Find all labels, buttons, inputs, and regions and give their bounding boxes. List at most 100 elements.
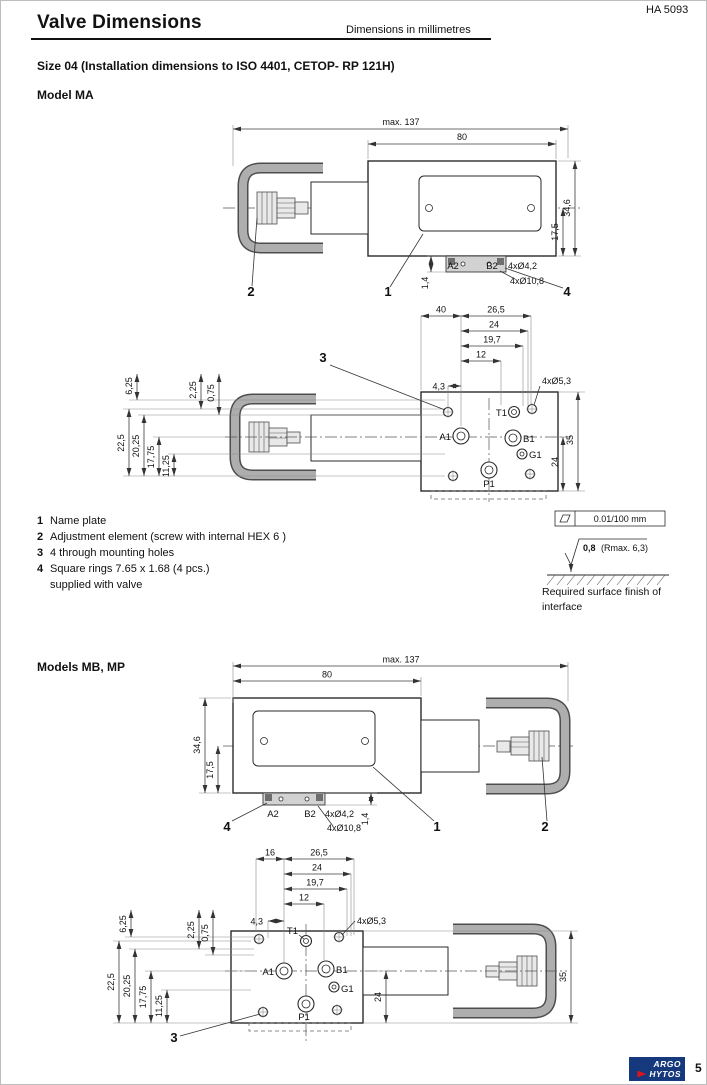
port-block <box>445 255 507 273</box>
dim-80: 80 <box>457 132 467 142</box>
name-plate <box>252 710 376 767</box>
callout-3: 3 <box>319 350 326 365</box>
dim-12: 12 <box>476 350 486 360</box>
page-title: Valve Dimensions <box>37 12 202 33</box>
dim-16: 16 <box>265 848 275 858</box>
dim-11-25: 11,25 <box>154 995 164 1017</box>
dim-right-24: 24 <box>373 992 383 1002</box>
dimensions: 40 26,5 24 19,7 12 4,3 6,25 2,25 0,75 22… <box>116 305 581 491</box>
port-p1-label: P1 <box>483 479 495 490</box>
model-ma-side-view-drawing: max. 137 80 34,6 17,5 1,4 A2 B2 4xØ4,2 4… <box>223 117 583 299</box>
dim-20-25: 20,25 <box>122 975 132 998</box>
solenoid-tube <box>310 414 422 462</box>
legend-text: supplied with valve <box>50 579 143 591</box>
dim-80: 80 <box>322 670 332 680</box>
dim-17-75: 17,75 <box>146 446 156 469</box>
solenoid-tube <box>420 719 480 773</box>
roughness-icon <box>564 538 647 567</box>
dim-4-3: 4,3 <box>432 382 445 392</box>
port-t1-label: T1 <box>496 408 507 419</box>
adjustment-clamp <box>237 162 323 254</box>
holes-4-2-label: 4xØ4,2 <box>325 809 354 819</box>
valve-body <box>232 697 480 794</box>
dim-17-5: 17,5 <box>550 223 560 241</box>
holes-10-8-label: 4xØ10,8 <box>327 823 361 833</box>
models-mb-mp-bottom-view-drawing: 16 26,5 24 19,7 12 4,3 6,25 2,25 0,75 22… <box>106 848 578 1045</box>
size-heading: Size 04 (Installation dimensions to ISO … <box>37 59 395 73</box>
dim-40: 40 <box>436 305 446 315</box>
callouts: 4 1 2 <box>223 756 549 834</box>
holes-4-2-label: 4xØ4,2 <box>508 261 537 271</box>
port-t1-label: T1 <box>287 926 298 937</box>
legend-num: 1 <box>37 515 44 527</box>
port-b2-label: B2 <box>304 809 316 820</box>
dim-max-137: max. 137 <box>382 655 419 665</box>
dim-26-5: 26,5 <box>487 305 505 315</box>
logo-row: ARGO <box>633 1059 681 1069</box>
title-rule <box>31 38 491 40</box>
port-labels: T1 A1 B1 G1 P1 4xØ5,3 <box>262 916 386 1023</box>
dim-1-4: 1,4 <box>360 813 370 826</box>
subplate-outline <box>430 490 547 500</box>
callouts: 2 1 4 <box>247 217 571 299</box>
dim-11-25: 11,25 <box>161 455 171 477</box>
dimensions: max. 137 80 34,6 17,5 1,4 <box>233 117 578 290</box>
name-plate <box>418 175 542 232</box>
holes-10-8-label: 4xØ10,8 <box>510 276 544 286</box>
extension-lines <box>123 316 585 492</box>
port-b1-label: B1 <box>523 434 535 445</box>
extension-lines <box>113 859 578 1024</box>
port-a1-label: A1 <box>262 967 274 978</box>
callouts: 3 <box>170 1013 261 1045</box>
adjustment-clamp <box>486 697 571 795</box>
mounting-holes <box>442 403 538 482</box>
legend-item: 1 Name plate <box>37 515 286 528</box>
port-b2-label: B2 <box>486 261 498 272</box>
legend-text: Square rings 7.65 x 1.68 (4 pcs.) <box>50 563 210 575</box>
legend-text: 4 through mounting holes <box>50 547 175 559</box>
callout-4: 4 <box>223 819 231 834</box>
logo-row: HYTOS <box>633 1068 681 1079</box>
caption-line: interface <box>542 601 583 613</box>
dimensions: 16 26,5 24 19,7 12 4,3 6,25 2,25 0,75 22… <box>106 848 574 1023</box>
port-b1-label: B1 <box>336 965 348 976</box>
dim-6-25: 6,25 <box>118 915 128 933</box>
dim-1-4: 1,4 <box>420 277 430 290</box>
dim-24: 24 <box>489 320 499 330</box>
dim-right-35: 35 <box>565 435 575 445</box>
legend-text: Name plate <box>50 515 107 527</box>
mounting-holes <box>253 931 345 1018</box>
square-ring <box>265 794 272 801</box>
document-number: HA 5093 <box>646 4 689 16</box>
model-ma-bottom-view-drawing: 40 26,5 24 19,7 12 4,3 6,25 2,25 0,75 22… <box>116 305 585 502</box>
port-a2-label: A2 <box>267 809 279 820</box>
valve-body <box>310 391 559 500</box>
roughness-value: 0,8 <box>583 543 596 553</box>
port-labels: A2 B2 4xØ4,2 4xØ10,8 <box>447 261 544 286</box>
legend: 1 Name plate 2 Adjustment element (screw w… <box>37 515 286 595</box>
square-ring <box>316 794 323 801</box>
dim-22-5: 22,5 <box>116 434 126 452</box>
dim-0-75: 0,75 <box>200 924 210 942</box>
port-a2-label: A2 <box>447 261 459 272</box>
dim-26-5: 26,5 <box>310 848 328 858</box>
dim-17-75: 17,75 <box>138 986 148 1009</box>
callouts: 3 <box>319 350 446 411</box>
legend-text: Adjustment element (screw with internal … <box>50 531 286 543</box>
flatness-frame <box>554 510 666 527</box>
model-ma-heading: Model MA <box>37 88 94 102</box>
dim-22-5: 22,5 <box>106 973 116 991</box>
surface-finish-caption: Required surface finish of interface <box>542 585 661 615</box>
valve-body <box>310 160 557 257</box>
dim-17-5: 17,5 <box>205 761 215 779</box>
callout-1: 1 <box>384 284 391 299</box>
dim-right-35: 35 <box>558 972 568 982</box>
callout-1: 1 <box>433 819 440 834</box>
legend-num: 2 <box>37 531 44 543</box>
dim-2-25: 2,25 <box>188 381 198 399</box>
brand-hytos: HYTOS <box>649 1068 681 1079</box>
dim-19-7: 19,7 <box>306 878 324 888</box>
callout-4: 4 <box>563 284 571 299</box>
